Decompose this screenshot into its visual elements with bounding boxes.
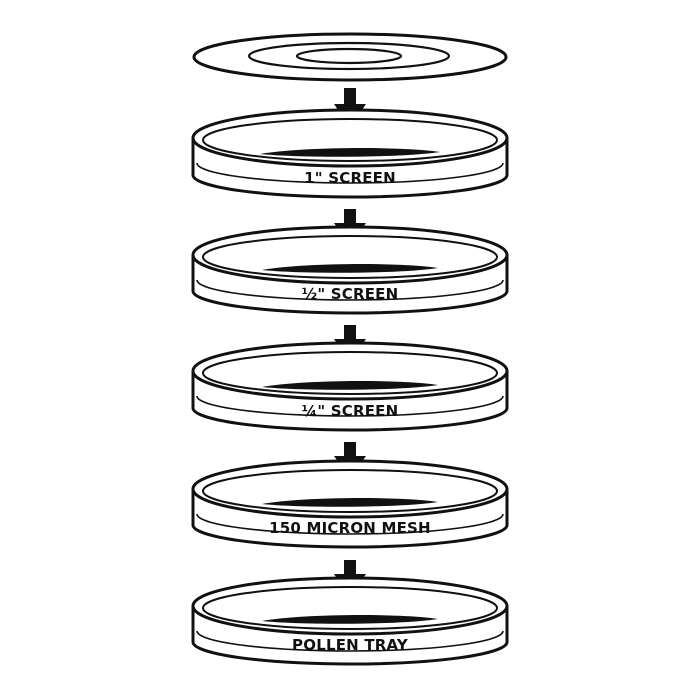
layer-label: POLLEN TRAY (292, 636, 409, 654)
layer-4-mesh: 150 MICRON MESH (191, 459, 509, 549)
lid-icon (192, 32, 508, 82)
layer-label: 1" SCREEN (304, 169, 396, 187)
layer-label: ½" SCREEN (302, 285, 399, 303)
layer-3-screen: ¼" SCREEN (191, 341, 509, 432)
layer-2-screen: ½" SCREEN (191, 225, 509, 315)
layer-label: ¼" SCREEN (302, 402, 399, 420)
layer-1-screen: 1" SCREEN (191, 108, 509, 199)
layer-label: 150 MICRON MESH (269, 519, 431, 537)
layer-5-tray: POLLEN TRAY (191, 576, 509, 666)
